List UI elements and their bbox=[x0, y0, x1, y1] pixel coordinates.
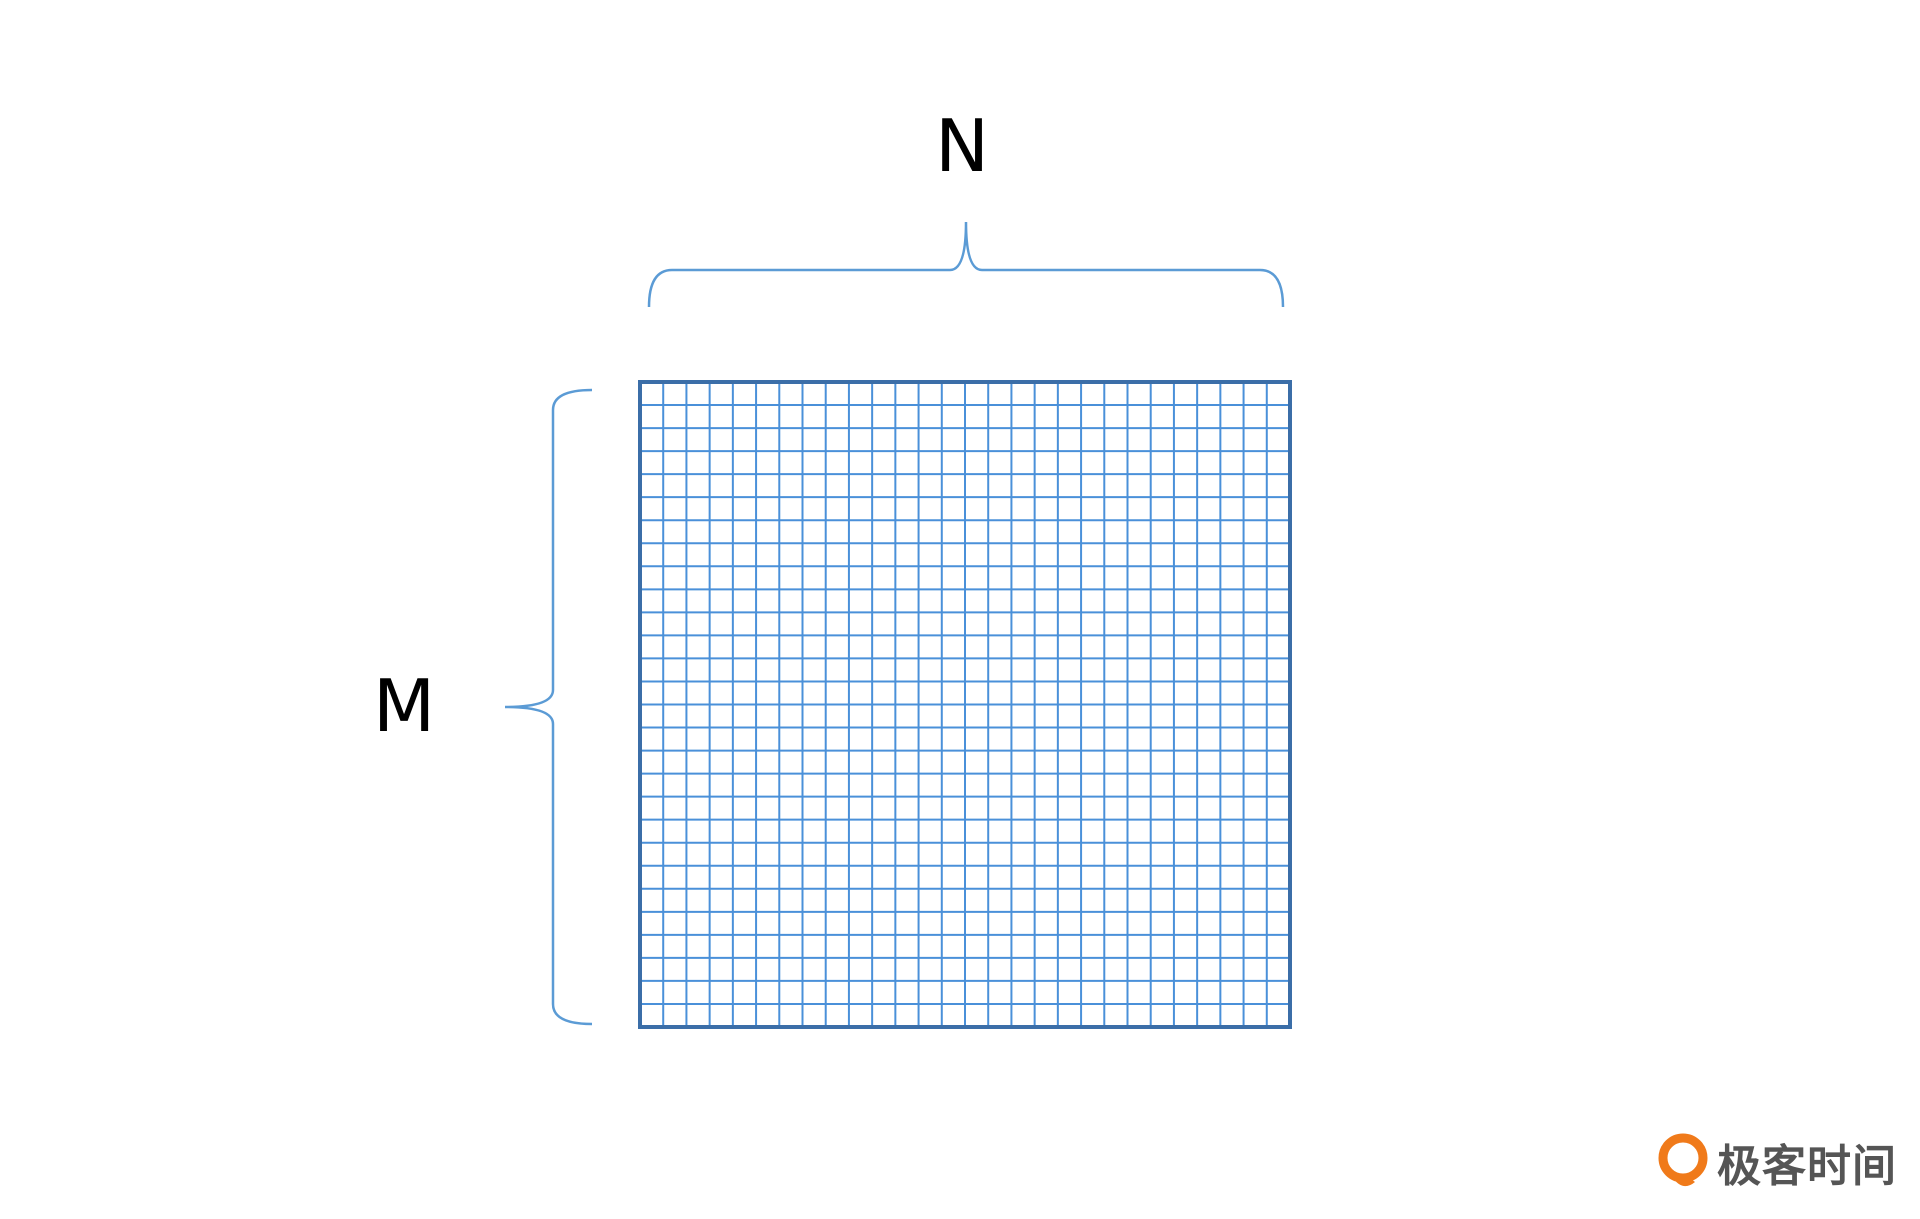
logo-tail bbox=[1673, 1174, 1695, 1187]
rows-label: M bbox=[372, 664, 436, 748]
row-brace bbox=[504, 388, 593, 1026]
column-brace bbox=[647, 221, 1285, 308]
logo-ring bbox=[1658, 1133, 1708, 1183]
columns-label: N bbox=[935, 104, 989, 188]
matrix-border bbox=[638, 380, 1292, 1029]
watermark: 极客时间 bbox=[1655, 1132, 1897, 1192]
watermark-text: 极客时间 bbox=[1717, 1141, 1897, 1192]
geektime-logo-icon bbox=[1658, 1133, 1708, 1187]
grid-lines bbox=[640, 382, 1290, 1027]
